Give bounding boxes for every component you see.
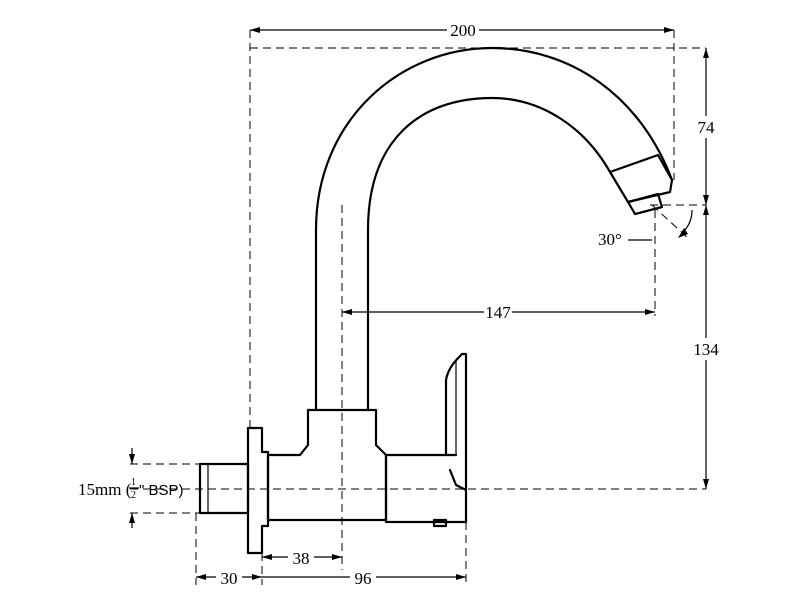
label-spout-angle: 30° [598, 230, 622, 249]
label-body-length: 96 [355, 569, 372, 588]
valve-body-right [384, 453, 468, 524]
bottom-outlet [432, 518, 448, 528]
spout-tip-band [608, 153, 674, 204]
label-pipe-fraction-num: 1 [131, 477, 136, 488]
construction-lines [130, 30, 706, 585]
label-spout-reach: 147 [485, 303, 511, 322]
label-spout-drop: 74 [698, 118, 716, 137]
faucet-outline [198, 46, 674, 555]
label-total-height: 134 [693, 340, 719, 359]
label-body-offset: 38 [293, 549, 310, 568]
label-pipe-size-suffix: " BSP) [139, 482, 184, 499]
label-pipe-fraction-den: 2 [131, 490, 136, 501]
wall-flange [246, 426, 270, 555]
spout-collar [306, 408, 458, 457]
dimension-lines [129, 27, 709, 580]
threaded-inlet [198, 462, 250, 515]
spout-outer-curve [314, 46, 674, 412]
spout-inner-curve [366, 96, 612, 412]
label-pipe-size: 15mm ( [78, 480, 132, 499]
label-thread-length: 30 [221, 569, 238, 588]
aerator-nozzle [626, 192, 664, 216]
valve-body [266, 408, 388, 522]
dimension-labels: 200 74 30° 147 134 15mm ( 1 2 " BSP) 38 … [78, 20, 722, 588]
label-overall-width: 200 [450, 21, 476, 40]
